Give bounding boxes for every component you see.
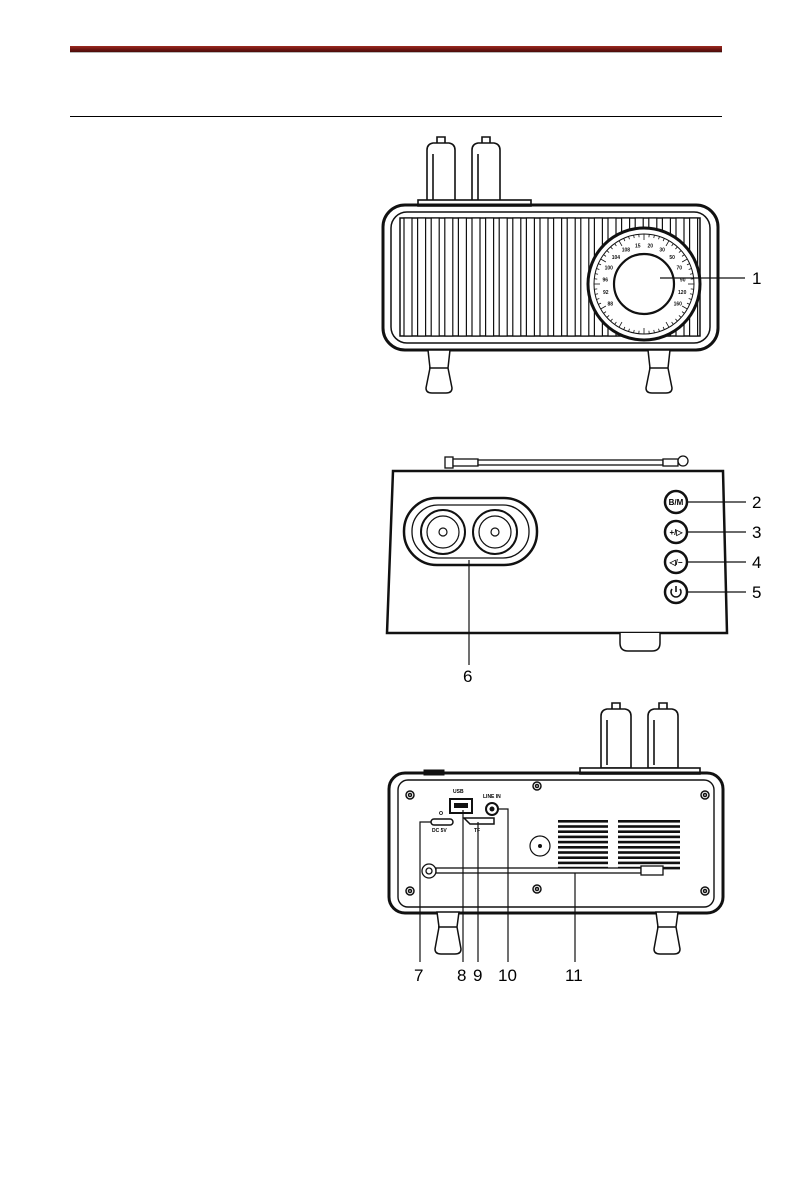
vent-slot <box>618 846 680 849</box>
dial-label: 70 <box>676 265 682 271</box>
callout-1: 1 <box>752 269 761 288</box>
callout-4: 4 <box>752 553 761 572</box>
vent-slot <box>558 825 608 828</box>
callout-5: 5 <box>752 583 761 602</box>
vent-slot <box>618 825 680 828</box>
vent-slot <box>618 830 680 833</box>
figure-back-view: USB LINE IN DC 5V TF <box>0 700 792 990</box>
grille-slat <box>554 218 562 336</box>
dial-label: 15 <box>635 244 641 250</box>
dial-label: 92 <box>603 290 609 296</box>
line-in-jack[interactable]: LINE IN <box>483 794 501 815</box>
dial-label: 108 <box>622 247 631 253</box>
vent-slot <box>618 851 680 854</box>
dial-label: 100 <box>605 265 614 271</box>
tf-card-label: TF <box>474 828 480 834</box>
callout-7: 7 <box>414 966 423 985</box>
dial-label: 104 <box>612 255 621 261</box>
mode-button[interactable]: B/M <box>665 491 687 513</box>
dial-label: 120 <box>678 290 687 296</box>
grille-slat <box>472 218 480 336</box>
antenna-stowed <box>422 864 663 878</box>
vent-slot <box>558 856 608 859</box>
vent-slot <box>558 830 608 833</box>
header-bar-shadow <box>70 52 722 53</box>
grille-slat <box>499 218 507 336</box>
grille-slat <box>526 218 534 336</box>
line-in-label: LINE IN <box>483 794 501 800</box>
vent-slot <box>558 862 608 865</box>
dial-label: 160 <box>674 302 683 308</box>
dial-label: 20 <box>647 244 653 250</box>
vent-slot <box>618 836 680 839</box>
callout-9: 9 <box>473 966 482 985</box>
legs-front <box>426 350 672 393</box>
dial-label: 50 <box>669 255 675 261</box>
callout-11: 11 <box>565 966 583 985</box>
back-vent-grille <box>558 820 680 869</box>
grille-slat <box>486 218 494 336</box>
dc-input-label: DC 5V <box>432 828 447 834</box>
antenna <box>445 456 688 468</box>
dial-label: 30 <box>659 247 665 253</box>
prev-volume-down-button[interactable]: ◁/− <box>665 551 687 573</box>
dial-label: 96 <box>603 277 609 283</box>
callout-8: 8 <box>457 966 466 985</box>
grille-slat <box>445 218 453 336</box>
mode-button-glyph: B/M <box>669 498 684 507</box>
dc-input-port[interactable]: DC 5V <box>431 812 453 835</box>
header-rule <box>70 116 722 117</box>
callout-2: 2 <box>752 493 761 512</box>
next-volume-up-button[interactable]: +/▷ <box>665 521 687 543</box>
vacuum-tubes-back <box>580 703 700 774</box>
usb-port-label: USB <box>453 789 464 795</box>
figure-top-view: B/M +/▷ ◁/− 2 3 4 5 6 <box>0 450 792 690</box>
grille-slat <box>513 218 521 336</box>
vent-slot <box>558 820 608 823</box>
legs-back <box>435 912 680 954</box>
back-ports: USB LINE IN DC 5V TF <box>431 789 501 834</box>
prev-button-glyph: ◁/− <box>668 558 682 567</box>
vent-slot <box>618 856 680 859</box>
callout-10: 10 <box>498 966 517 985</box>
vacuum-tubes <box>418 137 531 206</box>
grille-slat <box>540 218 548 336</box>
grille-slat <box>404 218 412 336</box>
power-button[interactable] <box>665 581 687 603</box>
vent-slot <box>558 841 608 844</box>
vent-slot <box>558 851 608 854</box>
next-button-glyph: +/▷ <box>669 528 683 537</box>
tf-card-slot[interactable]: TF <box>464 818 494 834</box>
grille-slat <box>431 218 439 336</box>
vent-slot <box>618 862 680 865</box>
callout-6: 6 <box>463 667 472 686</box>
vent-slot <box>558 836 608 839</box>
dial-label: 88 <box>607 302 613 308</box>
grille-slat <box>418 218 426 336</box>
vent-slot <box>618 820 680 823</box>
vent-slot <box>618 841 680 844</box>
usb-port[interactable]: USB <box>450 789 472 813</box>
grille-slat <box>458 218 466 336</box>
callout-3: 3 <box>752 523 761 542</box>
vent-slot <box>558 846 608 849</box>
grille-slat <box>567 218 575 336</box>
